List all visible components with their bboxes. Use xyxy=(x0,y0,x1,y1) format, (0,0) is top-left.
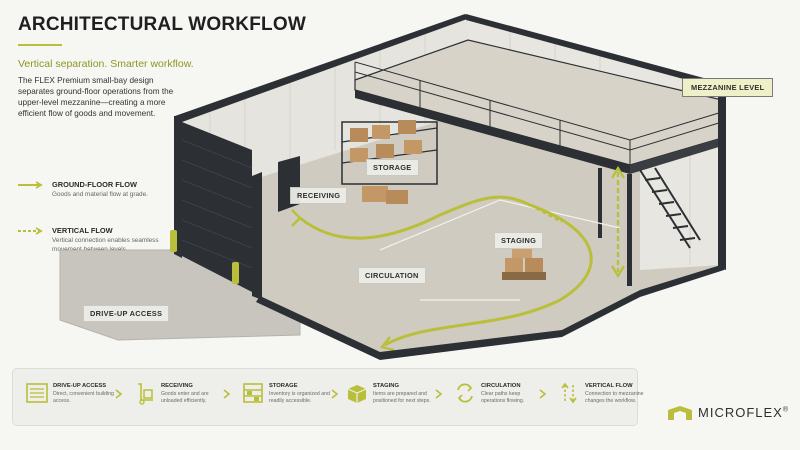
chevron-right-icon xyxy=(435,389,443,399)
box-icon xyxy=(347,385,367,403)
cycle-arrows-icon xyxy=(457,383,473,403)
legend-ground-desc: Goods and material flow at grade. xyxy=(52,191,148,198)
page-subtitle: Vertical separation. Smarter workflow. xyxy=(18,58,194,70)
legend-ground-title: GROUND-FLOOR FLOW xyxy=(52,180,137,189)
staging-pallet xyxy=(502,246,546,280)
brand-mark-icon xyxy=(668,405,692,420)
chevron-right-icon xyxy=(223,389,231,399)
page-title: ARCHITECTURAL WORKFLOW xyxy=(18,14,306,35)
bollard xyxy=(170,230,177,252)
dashed-arrow-icon xyxy=(18,226,43,235)
label-staging: STAGING xyxy=(494,232,544,249)
chevron-right-icon xyxy=(115,389,123,399)
label-mezzanine-level: MEZZANINE LEVEL xyxy=(682,78,774,97)
mezzanine-stair xyxy=(639,167,701,249)
label-circulation: CIRCULATION xyxy=(358,267,426,284)
up-down-arrows-icon xyxy=(561,382,577,404)
building-frame xyxy=(174,14,726,360)
brand-logo: MICROFLEX® xyxy=(668,405,789,420)
storage-racks xyxy=(341,120,438,204)
label-receiving: RECEIVING xyxy=(290,187,348,204)
legend-vertical-flow: VERTICAL FLOW Vertical connection enable… xyxy=(18,226,168,254)
overhead-door xyxy=(182,122,252,292)
chevron-right-icon xyxy=(539,389,547,399)
chevron-right-icon xyxy=(331,389,339,399)
label-drive-up-access: DRIVE-UP ACCESS xyxy=(83,305,170,322)
legend-vertical-title: VERTICAL FLOW xyxy=(52,226,113,235)
intro-paragraph: The FLEX Premium small-bay design separa… xyxy=(18,76,174,118)
label-storage: STORAGE xyxy=(366,159,419,176)
workflow-steps-strip: DRIVE-UP ACCESS Direct, convenient build… xyxy=(12,368,644,426)
solid-arrow-icon xyxy=(18,180,43,189)
bollard xyxy=(232,262,239,284)
shelving-icon xyxy=(243,383,263,403)
legend-ground-flow: GROUND-FLOOR FLOW Goods and material flo… xyxy=(18,180,168,200)
legend-vertical-desc: Vertical connection enables seamless mov… xyxy=(52,237,159,253)
mezzanine-column xyxy=(627,174,632,286)
ground-flow-path xyxy=(299,195,531,240)
mezzanine-beam xyxy=(355,90,630,174)
circulation-path xyxy=(384,203,593,347)
hand-truck-icon xyxy=(138,383,153,405)
brand-name: MICROFLEX® xyxy=(698,405,790,420)
roll-up-door-icon xyxy=(26,383,48,403)
title-accent-rule xyxy=(18,44,62,46)
